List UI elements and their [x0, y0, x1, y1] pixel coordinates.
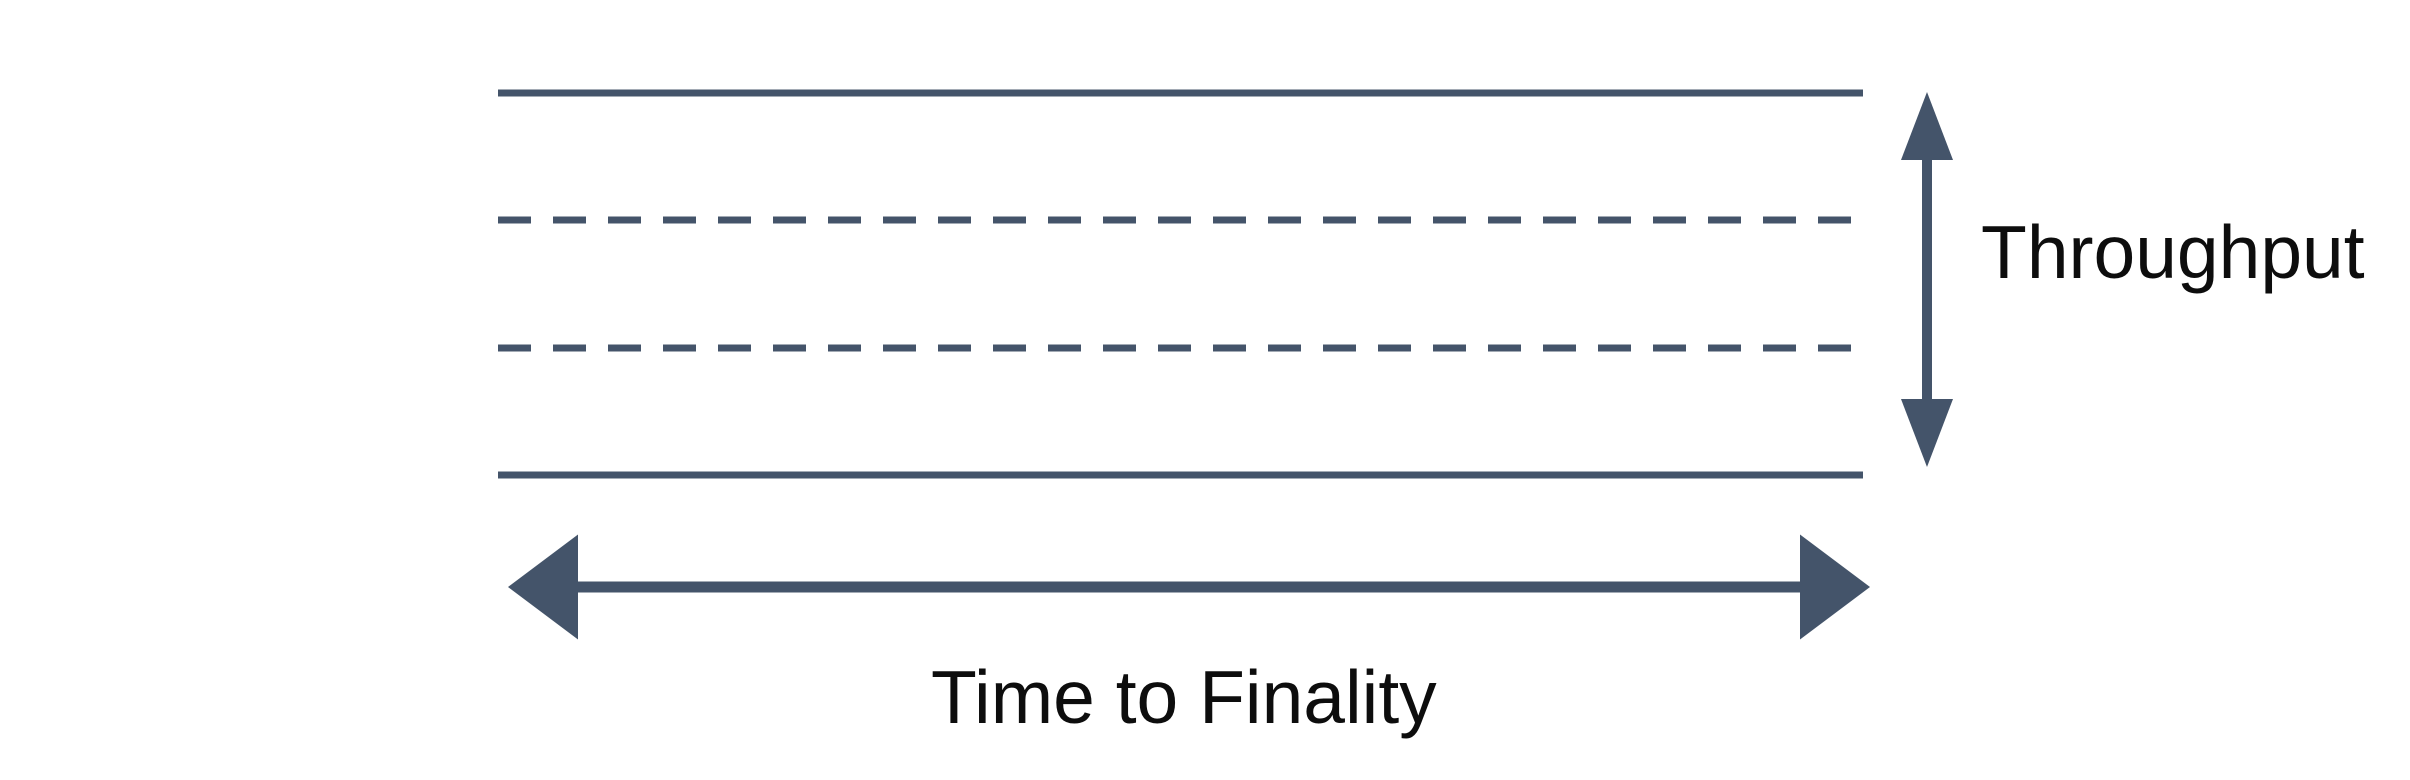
throughput-arrow [1901, 92, 1953, 467]
throughput-axis-label: Throughput [1981, 210, 2365, 294]
time-to-finality-arrow [508, 534, 1870, 640]
time-to-finality-arrow-shaft [578, 581, 1800, 593]
time-to-finality-arrow-head-left [508, 534, 578, 640]
time-to-finality-arrow-head-right [1800, 534, 1870, 640]
throughput-arrow-shaft [1922, 160, 1932, 399]
lane-lines-group [498, 89, 1863, 479]
throughput-arrow-head-down [1901, 399, 1953, 467]
throughput-arrow-head-up [1901, 92, 1953, 160]
time-to-finality-axis-label: Time to Finality [931, 655, 1437, 739]
